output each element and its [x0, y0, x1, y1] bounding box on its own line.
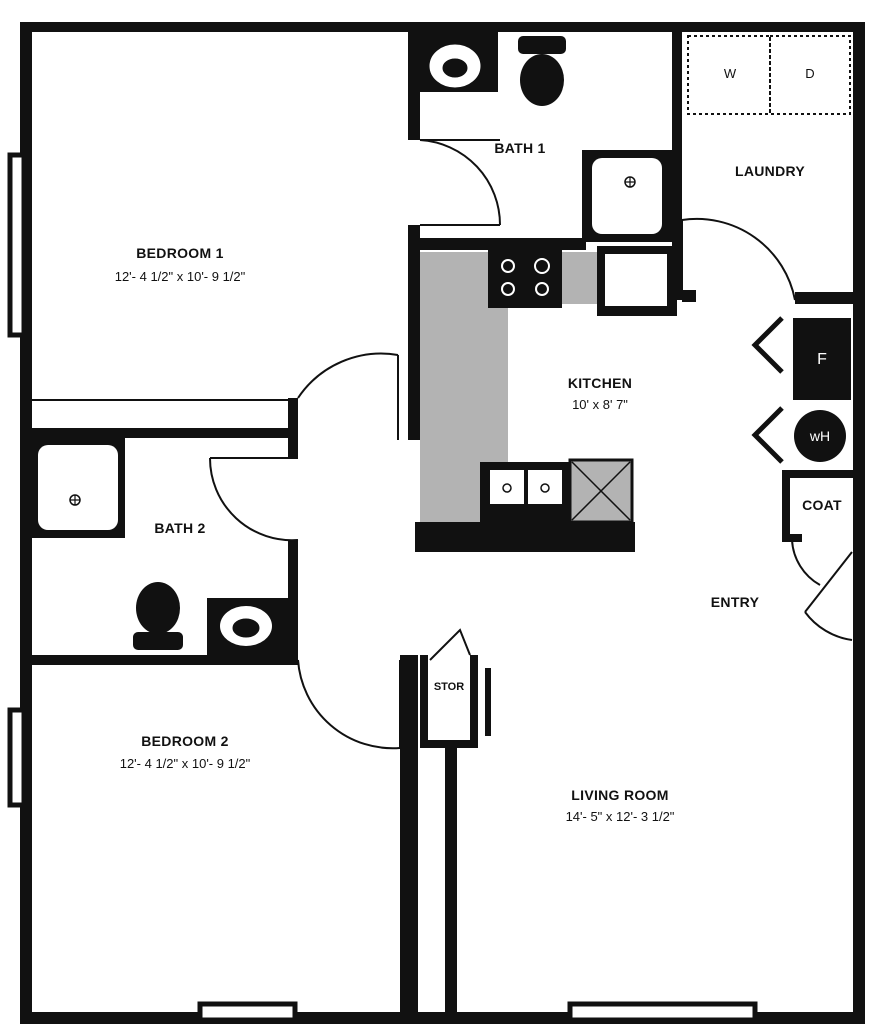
bedroom2-name: BEDROOM 2	[141, 733, 229, 749]
bath1-name: BATH 1	[494, 140, 546, 156]
water-heater	[751, 406, 846, 464]
bedroom1-dims: 12'- 4 1/2" x 10'- 9 1/2"	[114, 269, 246, 284]
kitchen-name: KITCHEN	[567, 375, 633, 391]
bath2-shower	[38, 445, 118, 530]
bath2-name: BATH 2	[154, 520, 206, 536]
furnace-label: F	[817, 351, 827, 368]
dishwasher	[568, 458, 634, 524]
closet-shelf	[32, 399, 291, 430]
bath1-shower	[582, 150, 674, 242]
washer-label: W	[723, 66, 737, 81]
door-swings	[208, 139, 853, 750]
windows	[7, 152, 758, 1023]
bath2-sink	[207, 598, 289, 658]
furnace	[751, 316, 851, 400]
kitchen-dims: 10' x 8' 7"	[572, 397, 628, 412]
bath1-sink	[429, 44, 481, 88]
bedroom2-dims: 12'- 4 1/2" x 10'- 9 1/2"	[119, 756, 251, 771]
bedroom1-name: BEDROOM 1	[136, 245, 224, 261]
bath1-toilet	[518, 36, 566, 106]
dryer-label: D	[805, 66, 815, 81]
living-room-name: LIVING ROOM	[571, 787, 669, 803]
bath2-toilet	[133, 582, 183, 650]
entry-name: ENTRY	[710, 594, 760, 610]
water-heater-label: wH	[809, 428, 831, 444]
stor-name: STOR	[433, 681, 465, 693]
kitchen-sink	[480, 462, 570, 522]
stove	[488, 250, 562, 308]
refrigerator	[597, 246, 677, 316]
coat-name: COAT	[802, 497, 842, 513]
washer-dryer	[687, 35, 851, 115]
laundry-name: LAUNDRY	[734, 163, 806, 179]
living-room-dims: 14'- 5" x 12'- 3 1/2"	[565, 809, 675, 824]
